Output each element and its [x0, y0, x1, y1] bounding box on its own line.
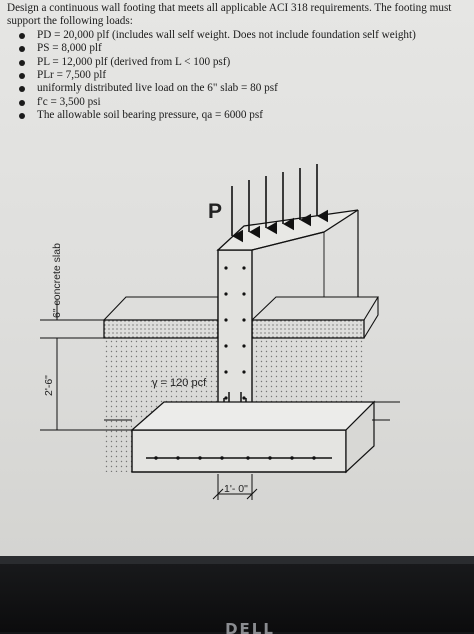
load-item-roof-live: PLr = 7,500 plf — [19, 69, 469, 82]
wall-width-label: 1'- 0" — [224, 483, 248, 495]
footing-diagram: P 6" concrete slab 2'-6" γ = 120 pcf 1'-… — [40, 164, 400, 500]
footing-rebar — [146, 456, 332, 460]
load-list: PD = 20,000 plf (includes wall self weig… — [7, 29, 469, 123]
slab-left — [102, 296, 219, 339]
dimension-lines — [40, 300, 258, 500]
problem-text: Design a continuous wall footing that me… — [7, 2, 469, 123]
monitor-bezel — [0, 564, 474, 632]
monitor-brand-logo: DELL — [225, 620, 275, 634]
load-arrows — [231, 164, 329, 243]
load-item-snow: PS = 8,000 plf — [19, 42, 469, 55]
depth-label: 2'-6" — [43, 375, 55, 396]
load-item-concrete-strength: f'c = 3,500 psi — [19, 96, 469, 109]
load-item-soil-bearing: The allowable soil bearing pressure, qa … — [19, 109, 469, 122]
load-item-dead: PD = 20,000 plf (includes wall self weig… — [19, 29, 469, 42]
problem-intro: Design a continuous wall footing that me… — [7, 2, 452, 28]
monitor-bezel-edge — [0, 556, 474, 564]
slab-right — [250, 296, 379, 339]
photographed-page: Design a continuous wall footing that me… — [0, 0, 474, 556]
wall-rebar — [224, 266, 246, 400]
load-label: P — [208, 200, 222, 223]
load-item-live: PL = 12,000 plf (derived from L < 100 ps… — [19, 56, 469, 69]
load-item-slab-live: uniformly distributed live load on the 6… — [19, 82, 469, 95]
footing — [104, 400, 400, 474]
slab-label: 6" concrete slab — [51, 243, 63, 318]
soil-unit-weight-label: γ = 120 pcf — [152, 377, 207, 389]
